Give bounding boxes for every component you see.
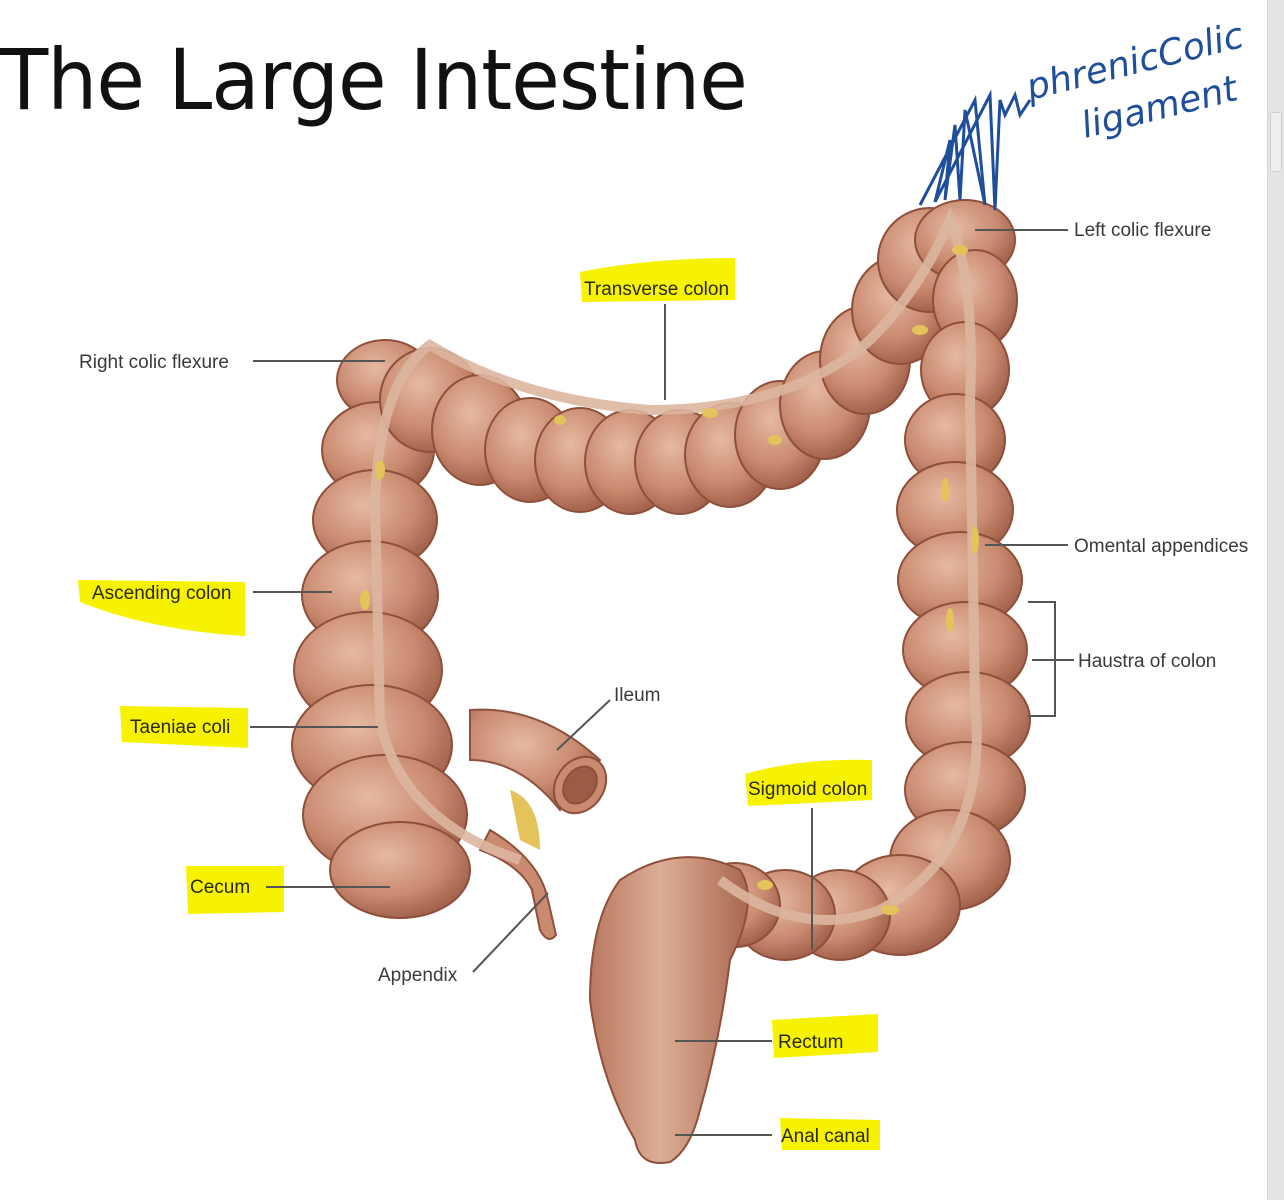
label-anal-canal: Anal canal [781, 1126, 870, 1147]
label-transverse-colon: Transverse colon [584, 279, 729, 300]
sigmoid-colon-shape [689, 854, 961, 961]
label-cecum: Cecum [190, 877, 250, 898]
ileum-shape [469, 708, 608, 815]
label-right-colic-flexure: Right colic flexure [79, 352, 229, 373]
label-taeniae-coli: Taeniae coli [130, 717, 230, 738]
label-rectum: Rectum [778, 1032, 843, 1053]
colon-illustration [291, 199, 1031, 1164]
scrollbar-track[interactable] [1267, 0, 1284, 1200]
label-ileum: Ileum [614, 685, 660, 706]
label-haustra-of-colon: Haustra of colon [1078, 651, 1216, 672]
highlighter-marks [78, 258, 880, 1150]
slide-title: The Large Intestine [0, 31, 748, 129]
label-ascending-colon: Ascending colon [92, 583, 231, 604]
phrenicocolic-ligament-scribble [918, 89, 1032, 211]
label-appendix: Appendix [378, 965, 458, 986]
label-sigmoid-colon: Sigmoid colon [748, 779, 867, 800]
taenia-band [369, 207, 982, 925]
omental-appendices-shapes [360, 245, 979, 915]
label-left-colic-flexure: Left colic flexure [1074, 220, 1211, 241]
rectum-shape [588, 856, 749, 1164]
label-omental-appendices: Omental appendices [1074, 536, 1248, 557]
leader-lines [250, 229, 1074, 1136]
descending-colon-shape [889, 249, 1031, 911]
scrollbar-thumb[interactable] [1270, 112, 1282, 172]
